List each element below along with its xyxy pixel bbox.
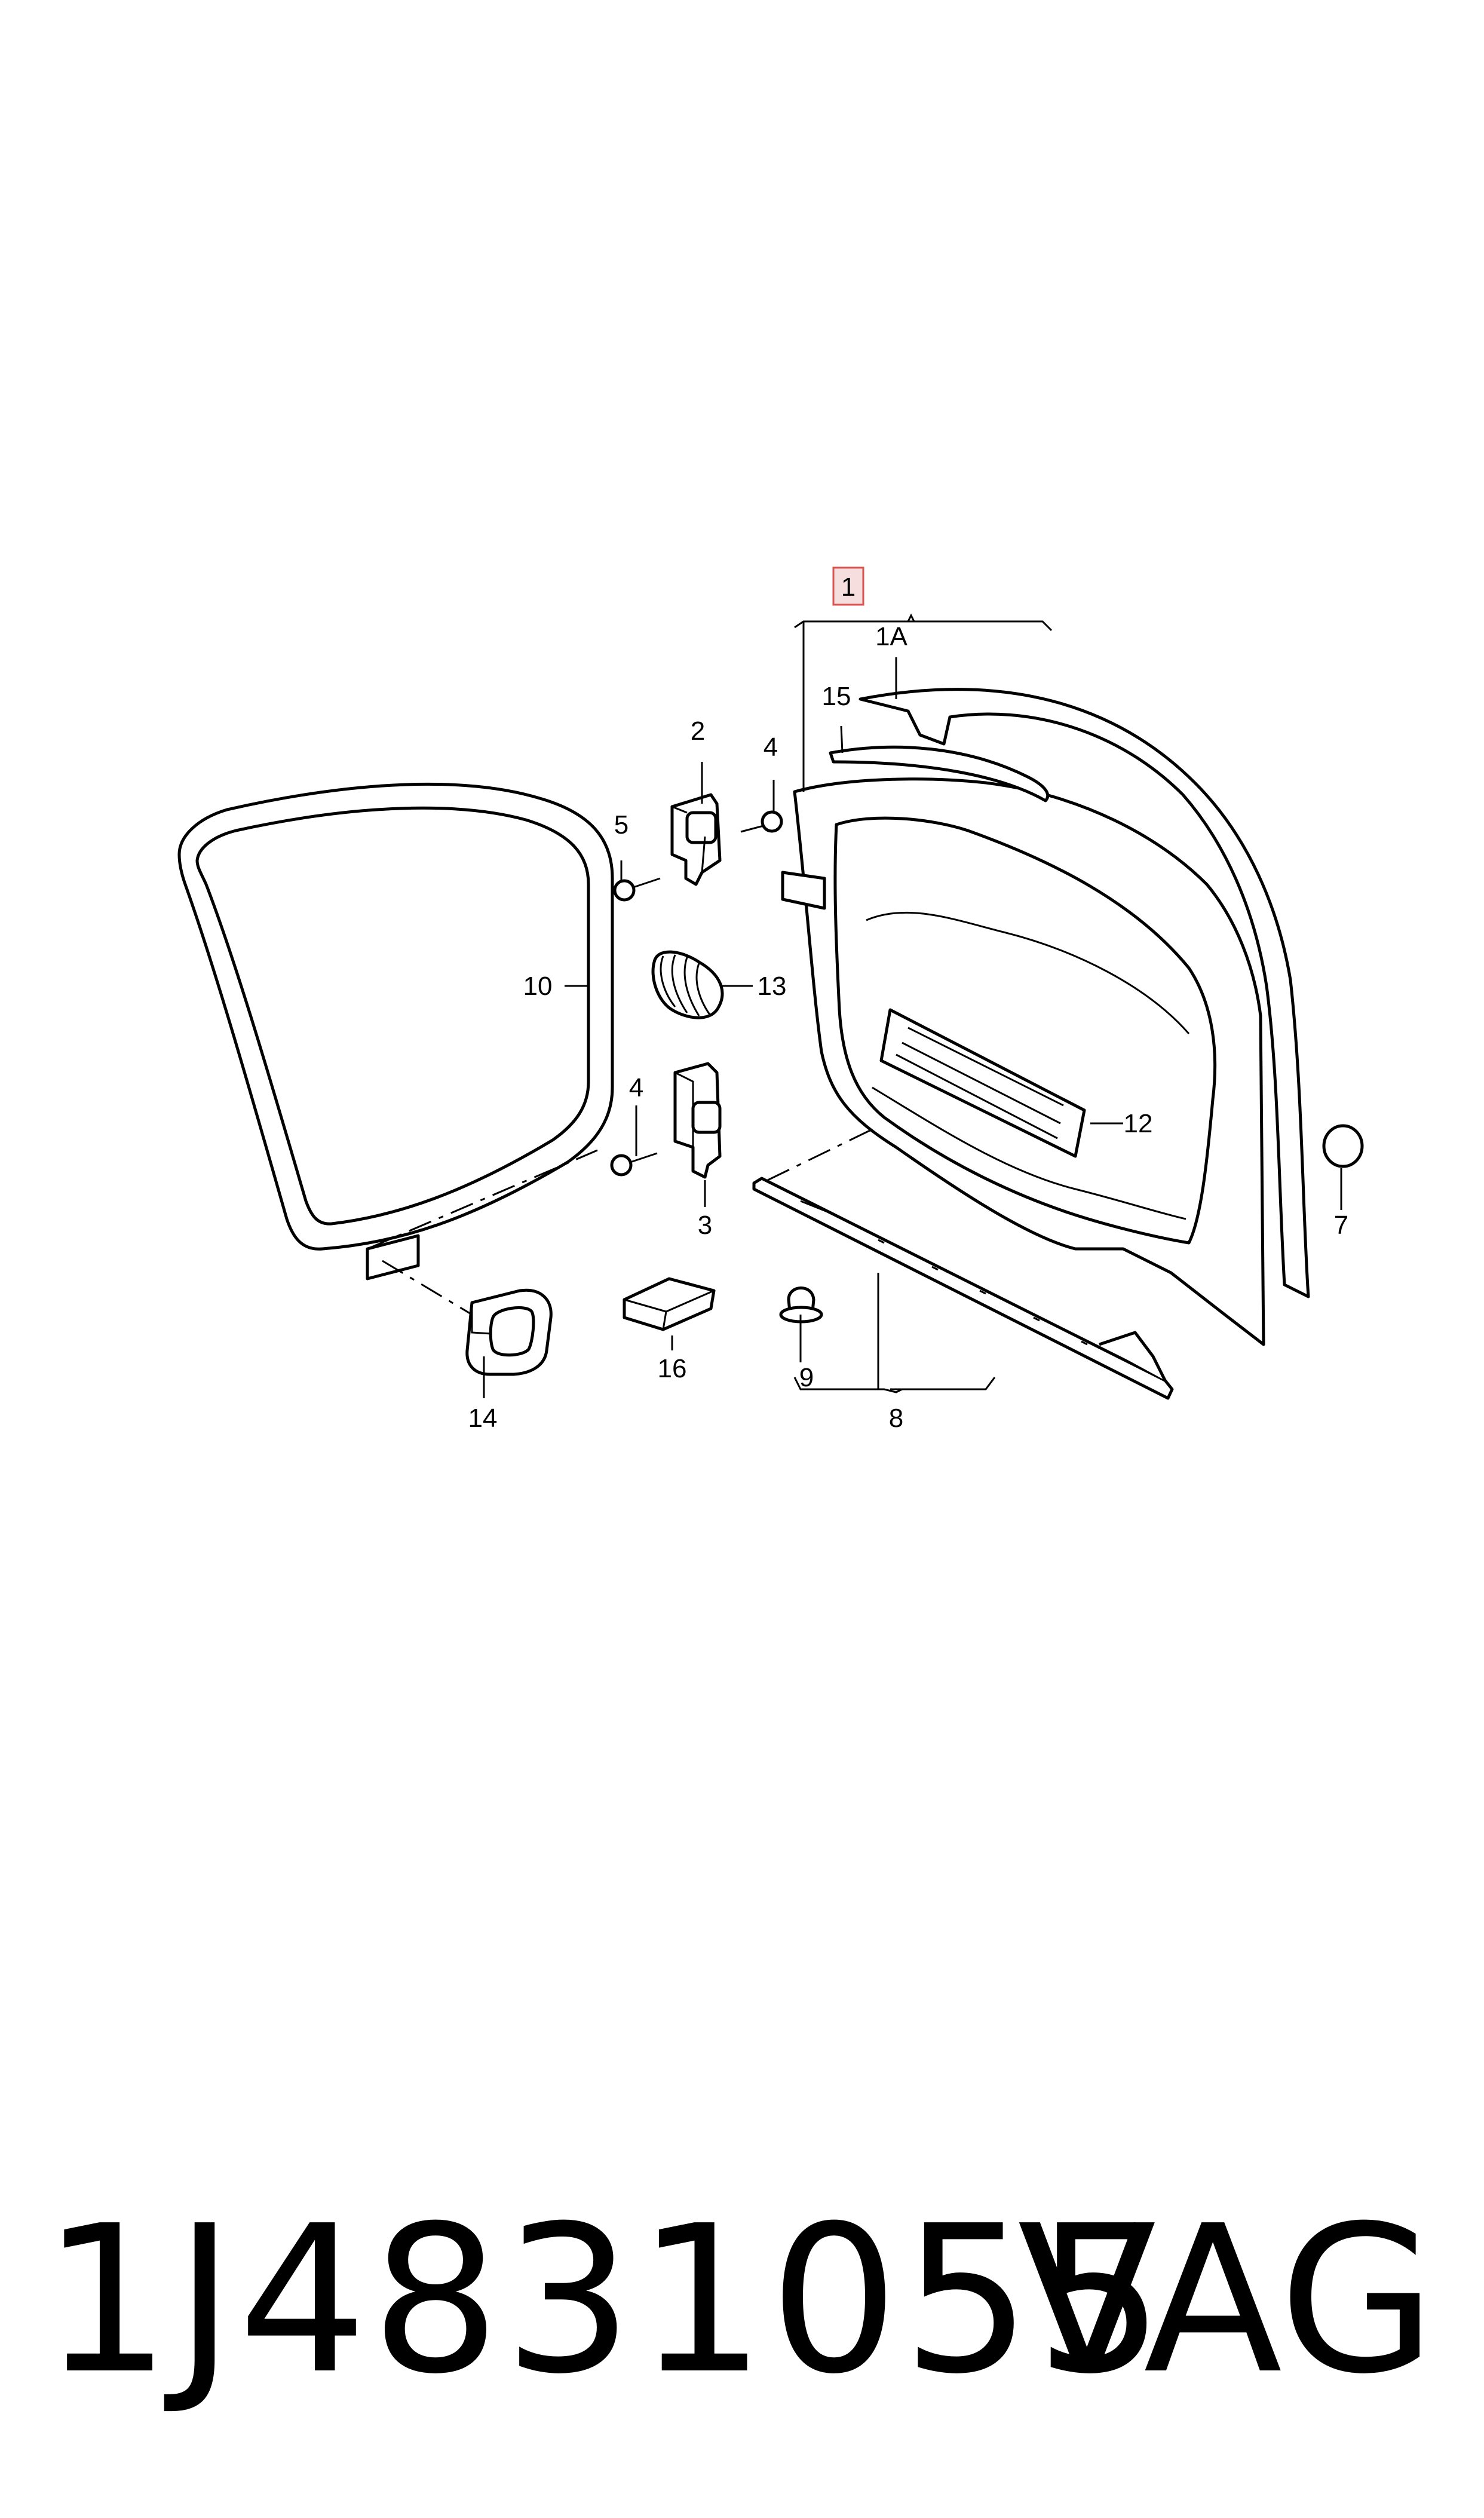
callout-1-highlight	[832, 566, 864, 606]
screw-part-5	[613, 877, 661, 902]
callout-8[interactable]: 8	[889, 1404, 903, 1433]
grommet-part-14	[465, 1288, 553, 1376]
sticker-label	[366, 1234, 420, 1281]
callout-13[interactable]: 13	[758, 972, 787, 1001]
callout-12[interactable]: 12	[1124, 1109, 1153, 1138]
insulation-panel-part-12	[879, 1008, 1086, 1158]
callout-5[interactable]: 5	[614, 810, 628, 840]
screw-part-4-lower	[610, 1152, 658, 1177]
screw-part-4-upper	[740, 810, 783, 833]
callout-10[interactable]: 10	[523, 972, 553, 1001]
callout-1A[interactable]: 1A	[875, 622, 907, 651]
upper-hinge-part-2	[670, 793, 722, 886]
callout-15[interactable]: 15	[822, 682, 851, 711]
footer-caption: 1J4831055 VAG	[0, 2175, 1484, 2426]
callout-14[interactable]: 14	[468, 1404, 498, 1433]
foam-pad-part-16	[623, 1277, 716, 1331]
callout-4-upper[interactable]: 4	[764, 733, 778, 762]
leader-lines	[483, 613, 1342, 1398]
callout-16[interactable]: 16	[658, 1354, 687, 1383]
part-number: 1J4831055	[42, 2182, 1168, 2419]
callout-3[interactable]: 3	[698, 1211, 712, 1240]
callout-2[interactable]: 2	[691, 716, 705, 746]
callout-4-lower[interactable]: 4	[629, 1073, 643, 1102]
door-seal-part-10	[177, 782, 614, 1251]
lower-hinge-part-3	[673, 1062, 722, 1179]
brand-name: VAG	[1017, 2182, 1436, 2419]
leader-dash-10	[367, 1149, 598, 1250]
check-strap-boot-part-13	[651, 950, 724, 1019]
leader-dash-8	[767, 1128, 873, 1181]
door-shell-part-1	[781, 777, 1265, 1346]
callout-9[interactable]: 9	[799, 1363, 814, 1392]
callout-1[interactable]: 1	[841, 572, 856, 602]
window-seal-part-15	[829, 745, 1050, 802]
outer-skin-part-1A	[858, 688, 1310, 1298]
leader-dash-14	[382, 1260, 502, 1334]
cap-part-7	[1322, 1124, 1364, 1168]
callout-7[interactable]: 7	[1334, 1211, 1348, 1240]
sill-rail-part-8	[752, 1177, 1174, 1400]
